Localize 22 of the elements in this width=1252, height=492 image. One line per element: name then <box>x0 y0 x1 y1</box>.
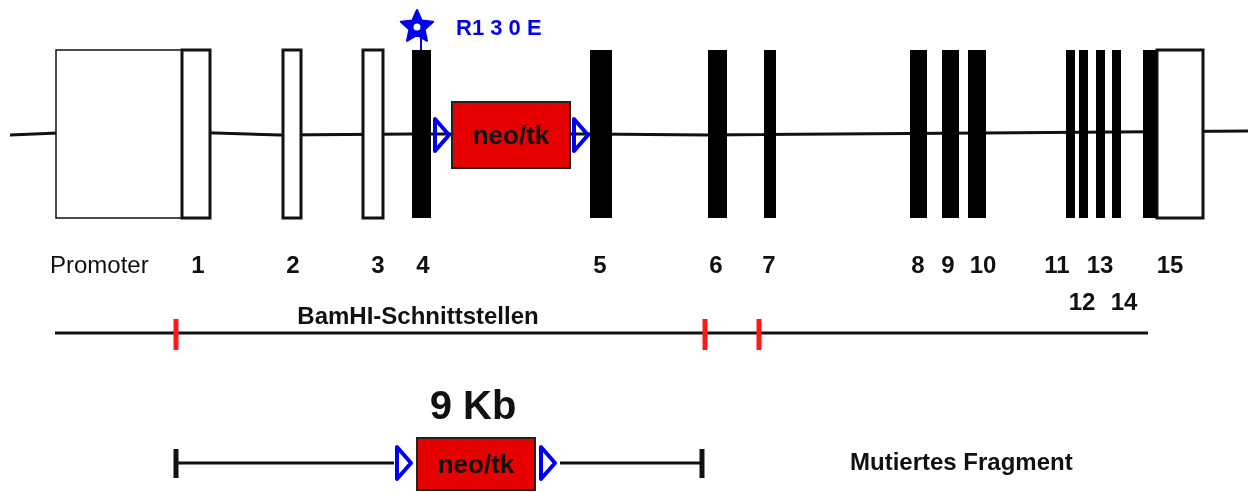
exon-number: 10 <box>969 253 997 277</box>
restriction-site-label: BamHI-Schnittstellen <box>297 304 539 328</box>
exon-number: 9 <box>941 253 955 277</box>
exon-number: 11 <box>1044 253 1070 277</box>
cassette-box: neo/tk <box>416 437 536 491</box>
exon-number: 12 <box>1068 290 1096 314</box>
exon-number: 7 <box>762 253 776 277</box>
cassette-box: neo/tk <box>451 101 571 169</box>
exon-number: 2 <box>286 253 300 277</box>
exon-number: 1 <box>191 253 205 277</box>
mutation-label: R1 3 0 E <box>456 17 542 39</box>
exon-number: 13 <box>1086 253 1114 277</box>
promoter-label: Promoter <box>50 253 149 277</box>
exon-number: 5 <box>593 253 607 277</box>
fragment-size-label: 9 Kb <box>429 385 517 425</box>
exon-number: 3 <box>371 253 385 277</box>
exon-number: 4 <box>416 253 430 277</box>
exon-number: 15 <box>1156 253 1184 277</box>
exon-number: 6 <box>709 253 723 277</box>
exon-number: 14 <box>1110 290 1138 314</box>
fragment-label: Mutiertes Fragment <box>850 450 1073 474</box>
exon-number: 8 <box>911 253 925 277</box>
